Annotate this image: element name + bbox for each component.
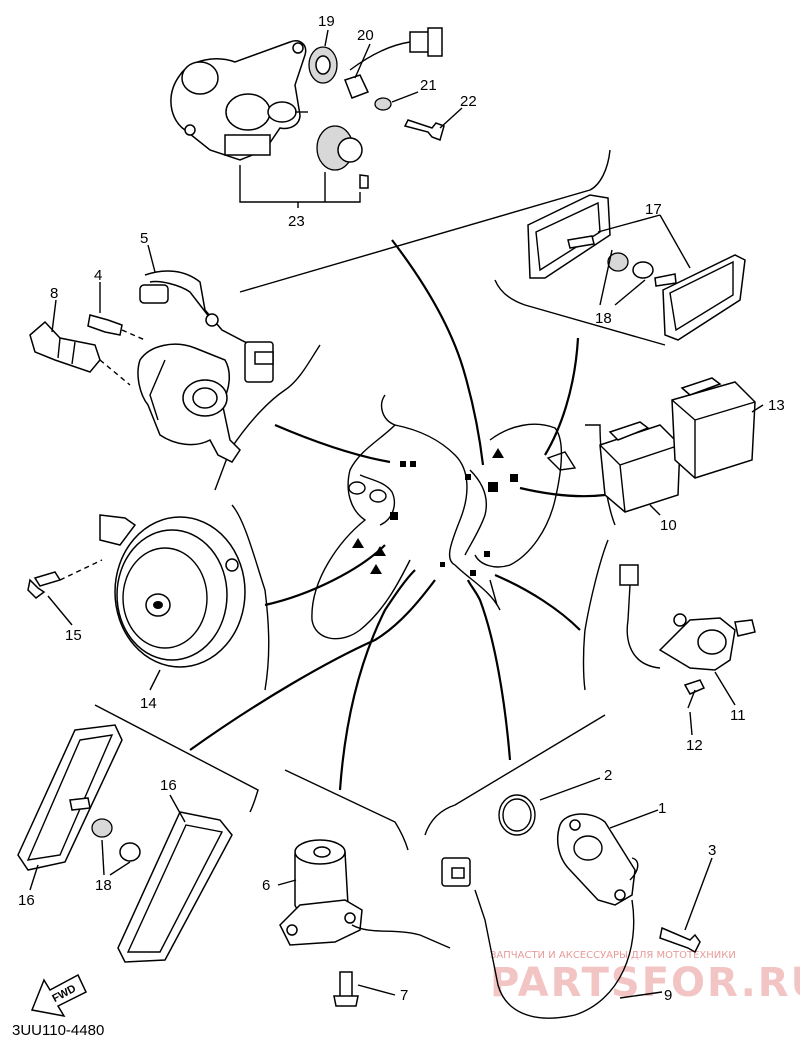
callout-17: 17	[645, 201, 662, 218]
reflector-rear-group	[527, 194, 746, 341]
routing-lines	[189, 239, 606, 791]
fwd-arrow: FWD	[30, 973, 87, 1018]
neutral-switch-group	[277, 839, 451, 1007]
callout-6: 6	[262, 877, 270, 894]
diagram-code: 3UU110-4480	[12, 1022, 104, 1039]
callout-22: 22	[460, 93, 477, 110]
callout-11: 11	[730, 707, 746, 724]
callout-16b: 16	[160, 777, 177, 794]
callout-12: 12	[686, 737, 703, 754]
reflector-front-group	[17, 724, 233, 963]
callout-20: 20	[357, 27, 374, 44]
callout-16a: 16	[18, 892, 35, 909]
callout-18a: 18	[595, 310, 612, 327]
callout-3: 3	[708, 842, 716, 859]
relay-group	[599, 377, 764, 516]
callout-7: 7	[400, 987, 408, 1004]
callout-15: 15	[65, 627, 82, 644]
callout-9: 9	[664, 987, 672, 1004]
frame-outline	[311, 394, 577, 640]
callout-18b: 18	[95, 877, 112, 894]
callout-21: 21	[420, 77, 437, 94]
speed-sensor-lower-group	[441, 777, 713, 1019]
callout-8: 8	[50, 285, 58, 302]
thermo-unit-group	[29, 244, 274, 463]
callout-19: 19	[318, 13, 335, 30]
callout-10: 10	[660, 517, 677, 534]
callout-23: 23	[288, 213, 305, 230]
speed-sensor-group	[170, 27, 463, 208]
callout-2: 2	[604, 767, 612, 784]
callout-14: 14	[140, 695, 157, 712]
group-brackets	[94, 149, 666, 851]
sidestand-switch-group	[619, 564, 756, 736]
callout-5: 5	[140, 230, 148, 247]
watermark: ЗАПЧАСТИ И АКСЕССУАРЫ ДЛЯ МОТОТЕХНИКИ PA…	[490, 950, 800, 1006]
watermark-tagline: ЗАПЧАСТИ И АКСЕССУАРЫ ДЛЯ МОТОТЕХНИКИ	[490, 950, 736, 961]
watermark-brand: PARTSFOR.RU	[490, 960, 800, 1006]
callout-4: 4	[94, 267, 102, 284]
callout-13: 13	[768, 397, 785, 414]
callout-labels: 19 20 21 22 23 5 4 8 17 18 13 10 15 14 1…	[18, 13, 785, 1004]
callout-1: 1	[658, 800, 666, 817]
horn-group	[27, 514, 246, 691]
